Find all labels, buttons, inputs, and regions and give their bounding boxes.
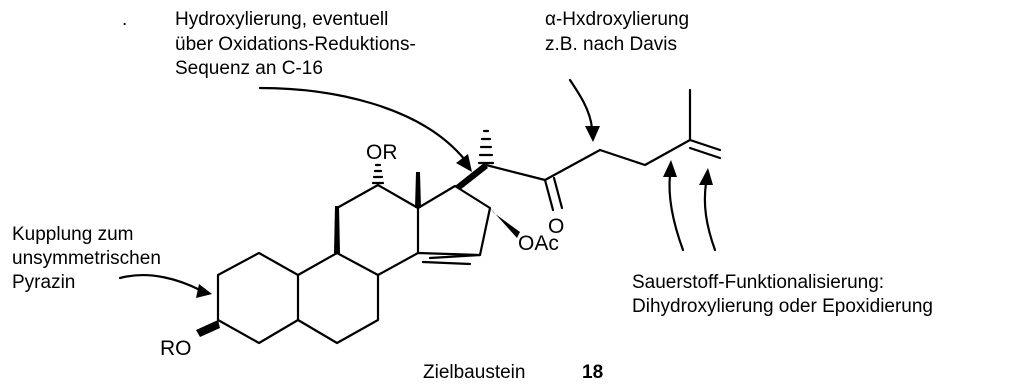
- arrow-oxygen-2-head: [699, 168, 713, 185]
- sidechain-wedge: [455, 163, 488, 190]
- arrow-oxygen-1: [668, 173, 685, 252]
- ring-d: [416, 184, 492, 260]
- annotation-line: Kupplung zum: [12, 224, 133, 245]
- annotation-hydroxylation-c16: Hydroxylierung, eventuell über Oxidation…: [175, 9, 416, 79]
- arrow-alpha: [568, 78, 594, 130]
- atom-o-ketone: O: [548, 215, 564, 238]
- ring-b: [296, 251, 380, 345]
- alkene-double: [688, 146, 722, 160]
- caption-number: 18: [582, 362, 603, 383]
- stray-mark: .: [122, 9, 127, 30]
- side-chain: [484, 138, 722, 182]
- or-hashed-bond: [371, 163, 385, 185]
- atom-labels: OR O OAc RO: [160, 141, 564, 360]
- ring-c: [335, 183, 420, 277]
- annotation-oxygen-functionalization: Sauerstoff-Funktionalisierung: Dihydroxy…: [632, 272, 933, 317]
- ketone-bond-1: [543, 178, 555, 212]
- ro-wedge: [196, 320, 220, 337]
- atom-oac: OAc: [518, 232, 559, 255]
- steroid-skeleton: [196, 88, 722, 345]
- atom-or: OR: [366, 141, 398, 164]
- arrow-hydroxylation: [258, 86, 467, 162]
- caption: Zielbaustein 18: [423, 362, 603, 383]
- curved-arrows: [118, 78, 717, 298]
- annotation-line: unsymmetrischen: [12, 248, 161, 269]
- annotation-line: über Oxidations-Reduktions-: [175, 34, 416, 55]
- annotation-line: Dihydroxylierung oder Epoxidierung: [632, 296, 933, 317]
- arrow-hydroxylation-head: [456, 154, 472, 172]
- arrow-oxygen-1-head: [663, 160, 677, 177]
- arrow-alpha-head: [585, 126, 600, 142]
- annotation-line: z.B. nach Davis: [545, 34, 677, 55]
- arrow-oxygen-2: [703, 181, 717, 252]
- arrow-coupling: [118, 274, 202, 292]
- double-bond-c14-c15-inner: [421, 260, 472, 266]
- c20-methyl-hashed: [477, 129, 495, 165]
- annotation-line: Pyrazin: [12, 272, 75, 293]
- annotation-line: α-Hxdroxylierung: [545, 9, 689, 30]
- ketone-bond-2: [552, 176, 564, 210]
- double-bond-c14-c15: [416, 251, 482, 257]
- annotation-coupling: Kupplung zum unsymmetrischen Pyrazin: [12, 224, 161, 293]
- arrow-coupling-head: [196, 284, 212, 298]
- methyl-c13-wedge: [415, 172, 421, 208]
- annotation-alpha-hydroxylation: α-Hxdroxylierung z.B. nach Davis: [545, 9, 689, 55]
- annotation-line: Sauerstoff-Funktionalisierung:: [632, 272, 884, 293]
- annotation-line: Sequenz an C-16: [175, 58, 323, 79]
- annotation-line: Hydroxylierung, eventuell: [175, 9, 388, 30]
- methyl-c10-wedge: [334, 206, 340, 253]
- caption-label: Zielbaustein: [423, 362, 525, 383]
- ring-a: [216, 251, 300, 345]
- atom-ro: RO: [160, 337, 192, 360]
- oac-wedge: [490, 208, 520, 238]
